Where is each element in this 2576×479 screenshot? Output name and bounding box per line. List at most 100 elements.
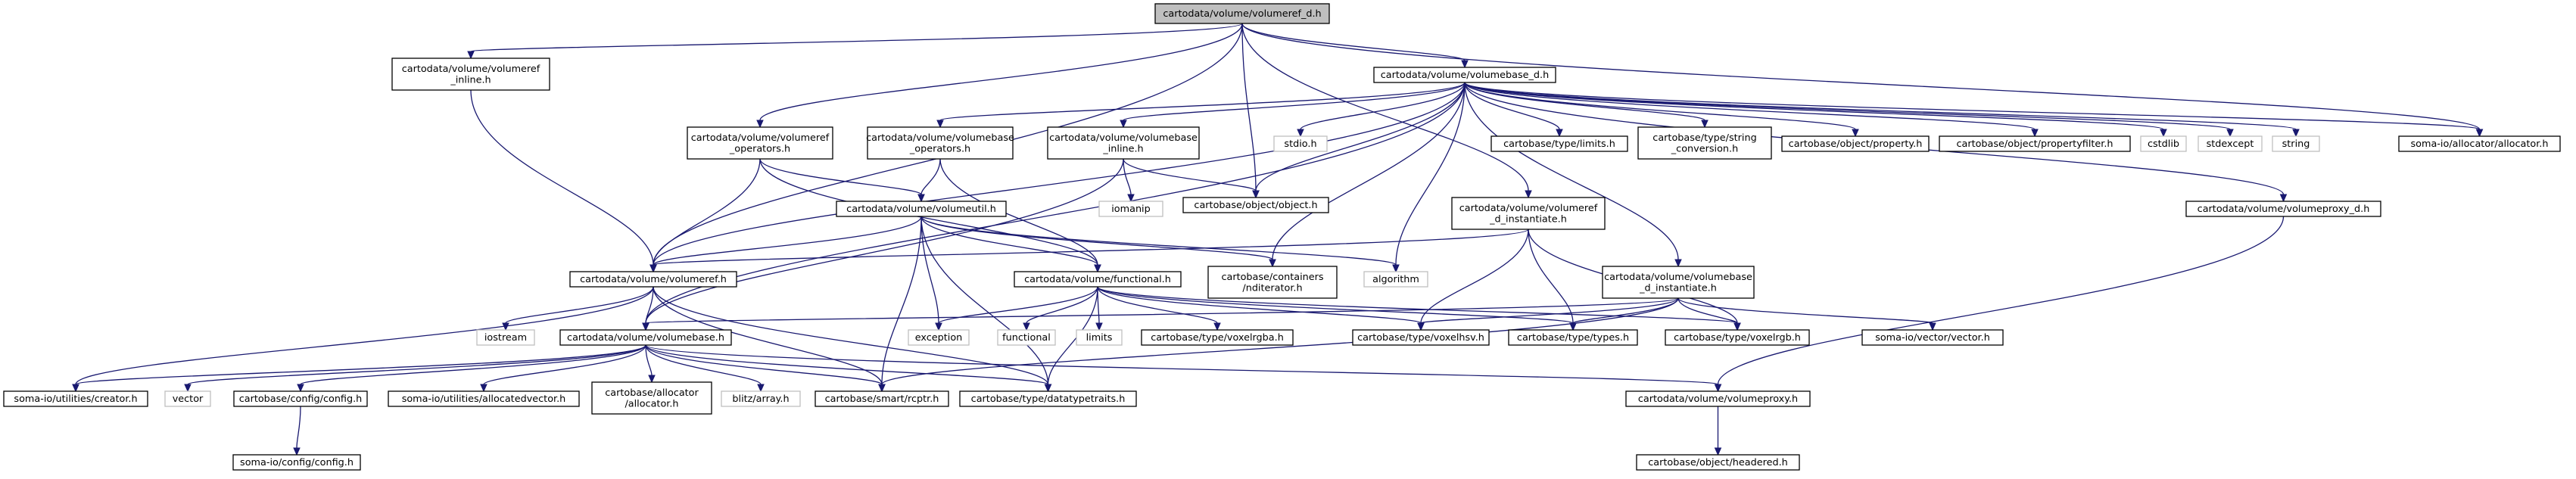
node-cb-voxelrgba[interactable]: cartobase/type/voxelrgba.h — [1141, 329, 1294, 346]
node-label: cartobase/type/voxelrgb.h — [1674, 332, 1801, 344]
edge-volumeref_operators-to-volumeutil — [759, 158, 925, 203]
node-label: cartobase/type/types.h — [1517, 332, 1629, 344]
node-volumeref[interactable]: cartodata/volume/volumeref.h — [569, 271, 737, 288]
edge-volumebase_instantiate-to-volumebase — [642, 297, 1679, 331]
node-cb-propertyfilter[interactable]: cartobase/object/propertyfilter.h — [1939, 135, 2131, 152]
edge-volumebase-to-cb_rcptr — [645, 344, 886, 393]
node-box — [1939, 135, 2131, 152]
node-volumebase-inline[interactable]: cartodata/volume/volumebase_inline.h — [1047, 126, 1200, 160]
node-label: cartodata/volume/volumebase — [1604, 272, 1752, 283]
node-volumebase-operators[interactable]: cartodata/volume/volumebase_operators.h — [866, 126, 1014, 160]
node-label: cartodata/volume/volumeproxy.h — [1638, 393, 1798, 405]
edge-volumebase_d-to-volumebase — [642, 82, 1466, 331]
node-soma-config[interactable]: soma-io/config/config.h — [232, 454, 361, 471]
node-box — [559, 329, 732, 346]
node-volumeproxy[interactable]: cartodata/volume/volumeproxy.h — [1625, 390, 1811, 407]
node-volumeref-inline[interactable]: cartodata/volume/volumeref_inline.h — [391, 58, 550, 91]
node-cb-voxelhsv[interactable]: cartobase/type/voxelhsv.h — [1352, 329, 1490, 346]
node-label: iomanip — [1111, 204, 1150, 215]
node-volumebase-instantiate[interactable]: cartodata/volume/volumebase_d_instantiat… — [1602, 266, 1755, 299]
node-label: cartobase/type/datatypetraits.h — [971, 393, 1126, 405]
node-label: cartodata/volume/volumeproxy_d.h — [2198, 204, 2370, 215]
node-soma-vector[interactable]: soma-io/vector/vector.h — [1861, 329, 2004, 346]
edge-volumeref_d-to-volumeref_instantiate — [1241, 23, 1532, 199]
node-label: stdio.h — [1284, 138, 1316, 150]
node-label: _d_instantiate.h — [1639, 282, 1717, 294]
node-label: limits — [1086, 332, 1113, 344]
edge-volumeref_d-to-volumebase_d — [1241, 23, 1469, 69]
node-cstdlib: cstdlib — [2140, 135, 2187, 152]
node-box — [1490, 135, 1628, 152]
node-volumeutil[interactable]: cartodata/volume/volumeutil.h — [836, 201, 1007, 217]
node-soma-creator[interactable]: soma-io/utilities/creator.h — [3, 390, 148, 407]
node-volumebase-d[interactable]: cartodata/volume/volumebase_d.h — [1373, 67, 1556, 83]
node-functional-h[interactable]: cartodata/volume/functional.h — [1014, 271, 1182, 288]
edge-volumeref_d-to-volumeref_inline — [467, 23, 1243, 60]
edge-volumebase-to-cb_datatypetraits — [645, 344, 1052, 393]
node-box — [959, 390, 1137, 407]
node-box — [569, 271, 737, 288]
node-box — [1781, 135, 1930, 152]
node-cb-allocator[interactable]: cartobase/allocator/allocator.h — [591, 381, 712, 415]
edge-functional_h-to-cb_voxelrgba — [1097, 286, 1221, 331]
node-cb-types[interactable]: cartobase/type/types.h — [1508, 329, 1638, 346]
node-cb-object[interactable]: cartobase/object/object.h — [1182, 197, 1329, 213]
node-box — [388, 390, 580, 407]
node-cb-config[interactable]: cartobase/config/config.h — [233, 390, 368, 407]
node-label: cstdlib — [2148, 138, 2179, 150]
edge-volumebase-to-cb_config — [297, 344, 646, 393]
node-volumebase[interactable]: cartodata/volume/volumebase.h — [559, 329, 732, 346]
node-label: string — [2282, 138, 2310, 150]
node-cb-property[interactable]: cartobase/object/property.h — [1781, 135, 1930, 152]
node-string: string — [2272, 135, 2320, 152]
node-label: cartodata/volume/volumeref — [1459, 203, 1598, 214]
edge-volumebase_d-to-cb_property — [1464, 82, 1859, 138]
node-volumeref-d[interactable]: cartodata/volume/volumeref_d.h — [1154, 3, 1330, 24]
node-label: cartodata/volume/volumeref — [691, 132, 830, 144]
edge-volumebase_instantiate-to-cb_types — [1569, 297, 1679, 331]
node-box — [164, 390, 211, 407]
node-volumeref-instantiate[interactable]: cartodata/volume/volumeref_d_instantiate… — [1451, 197, 1606, 230]
node-label: _operators.h — [729, 143, 790, 154]
node-algorithm: algorithm — [1363, 271, 1428, 288]
edge-volumebase_d-to-stdexcept — [1464, 82, 2234, 138]
edge-volumeproxy-to-cb_headered — [1714, 406, 1722, 456]
node-soma-allocator[interactable]: soma-io/allocator/allocator.h — [2398, 135, 2561, 152]
edges-layer — [72, 23, 2484, 456]
edge-volumebase_d-to-soma_allocator — [1464, 82, 2484, 138]
node-box — [815, 390, 949, 407]
node-iomanip: iomanip — [1098, 201, 1163, 217]
node-label: soma-io/utilities/creator.h — [14, 393, 137, 405]
node-label: cartobase/type/voxelhsv.h — [1357, 332, 1484, 344]
node-cb-voxelrgb[interactable]: cartobase/type/voxelrgb.h — [1665, 329, 1810, 346]
node-box — [997, 329, 1056, 346]
edge-volumebase_d-to-cb_limits — [1464, 82, 1563, 138]
node-volumeref-operators[interactable]: cartodata/volume/volumeref_operators.h — [687, 126, 833, 160]
node-label: iostream — [484, 332, 527, 344]
node-box — [1508, 329, 1638, 346]
node-label: cartobase/object/propertyfilter.h — [1956, 138, 2113, 150]
node-functional-sys: functional — [997, 329, 1056, 346]
node-cb-nditerator[interactable]: cartobase/containers/nditerator.h — [1207, 266, 1338, 299]
node-blitz-array: blitz/array.h — [721, 390, 801, 407]
edge-volumeutil-to-volumeref — [649, 216, 922, 273]
node-cb-string-conv[interactable]: cartobase/type/string_conversion.h — [1637, 126, 1772, 160]
node-box — [232, 454, 361, 471]
node-soma-allocatedvector[interactable]: soma-io/utilities/allocatedvector.h — [388, 390, 580, 407]
edge-volumebase_d-to-volumebase_inline — [1120, 82, 1466, 129]
node-cb-datatypetraits[interactable]: cartobase/type/datatypetraits.h — [959, 390, 1137, 407]
node-cb-headered[interactable]: cartobase/object/headered.h — [1636, 454, 1800, 471]
edge-volumebase_instantiate-to-cb_voxelrgb — [1677, 297, 1741, 331]
node-label: cartobase/config/config.h — [239, 393, 363, 405]
node-volumeproxy-d[interactable]: cartodata/volume/volumeproxy_d.h — [2185, 201, 2381, 217]
node-cb-rcptr[interactable]: cartobase/smart/rcptr.h — [815, 390, 949, 407]
edge-volumeref_inline-to-volumeref — [470, 89, 657, 273]
edge-volumebase_d-to-cb_propertyfilter — [1464, 82, 2039, 138]
node-label: cartobase/object/property.h — [1789, 138, 1923, 150]
node-box — [1625, 390, 1811, 407]
node-label: soma-io/allocator/allocator.h — [2411, 138, 2549, 150]
node-box — [2398, 135, 2561, 152]
edge-volumeutil-to-algorithm — [920, 216, 1400, 273]
edge-volumebase_d-to-stdio — [1297, 82, 1466, 138]
node-cb-limits[interactable]: cartobase/type/limits.h — [1490, 135, 1628, 152]
